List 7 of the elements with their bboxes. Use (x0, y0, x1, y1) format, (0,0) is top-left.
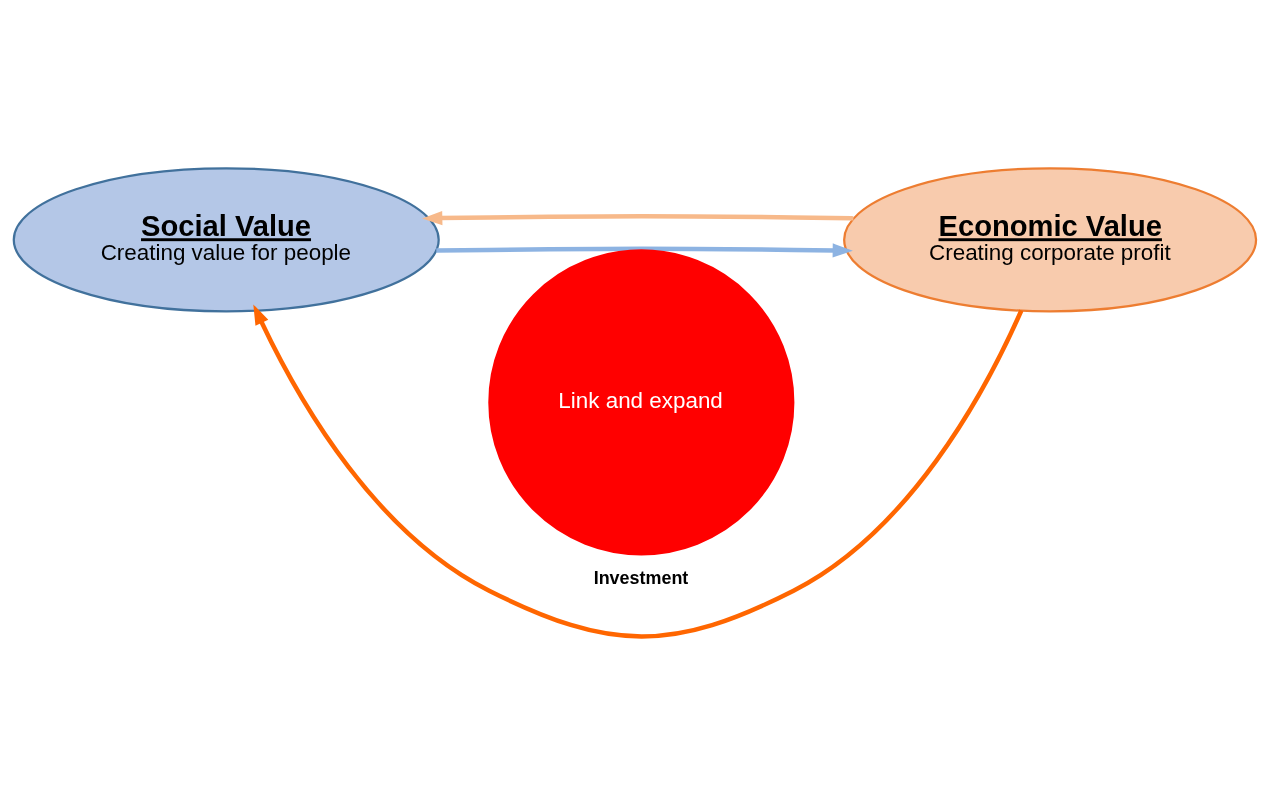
arrow (253, 303, 1024, 639)
node-ellipse: Economic Value Creating corporate profit (843, 166, 1258, 312)
node-ellipse: Social Value Creating value for people (12, 166, 440, 312)
arrow (436, 242, 853, 257)
arrow (422, 210, 854, 225)
node-circle: Link and expand (488, 248, 795, 555)
edge-label: Investment (593, 567, 689, 588)
